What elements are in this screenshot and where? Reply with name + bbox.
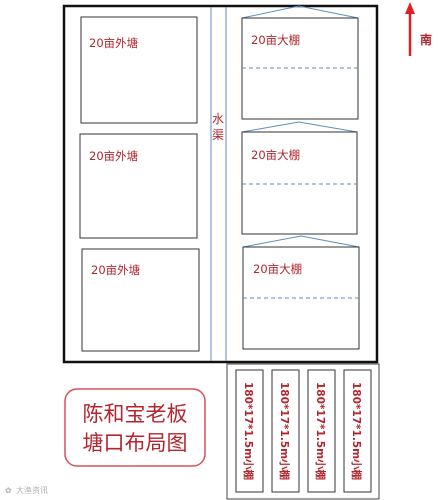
title-line-1: 陈和宝老板 xyxy=(83,402,188,426)
small-shed-3: 180*17*1.5m小棚 xyxy=(307,369,336,493)
water-channel-label-char2: 渠 xyxy=(212,128,224,142)
water-channel: 水 渠 xyxy=(210,7,227,361)
outer-pond-2-label: 20亩外塘 xyxy=(89,149,138,163)
property-boundary xyxy=(62,4,379,364)
small-shed-4: 180*17*1.5m小棚 xyxy=(343,369,372,493)
greenhouse-3-label: 20亩大棚 xyxy=(253,262,302,276)
arrowhead-icon xyxy=(405,2,415,14)
greenhouse-2-label: 20亩大棚 xyxy=(251,148,300,162)
small-shed-1-label: 180*17*1.5m小棚 xyxy=(242,382,255,480)
greenhouse-2: 20亩大棚 xyxy=(241,121,358,235)
watermark: ✿ 大渔资讯 xyxy=(5,485,48,495)
south-label: 南 xyxy=(420,32,432,47)
small-shed-3-label: 180*17*1.5m小棚 xyxy=(314,382,327,480)
outer-pond-2: 20亩外塘 xyxy=(79,133,198,239)
greenhouse-3: 20亩大棚 xyxy=(242,235,360,350)
outer-pond-3-label: 20亩外塘 xyxy=(91,263,140,277)
south-arrow: 南 xyxy=(405,2,432,56)
watermark-logo-icon: ✿ xyxy=(5,486,12,495)
outer-pond-1: 20亩外塘 xyxy=(80,16,198,124)
title-line-2: 塘口布局图 xyxy=(83,431,188,455)
greenhouse-1: 20亩大棚 xyxy=(241,5,359,120)
outer-pond-1-label: 20亩外塘 xyxy=(89,36,138,50)
small-shed-2: 180*17*1.5m小棚 xyxy=(271,369,300,493)
small-shed-1: 180*17*1.5m小棚 xyxy=(235,369,264,493)
water-channel-label-char1: 水 xyxy=(212,112,224,126)
small-shed-2-label: 180*17*1.5m小棚 xyxy=(278,382,291,480)
outer-pond-3: 20亩外塘 xyxy=(81,248,200,352)
title-box: 陈和宝老板 塘口布局图 xyxy=(64,388,206,467)
watermark-text: 大渔资讯 xyxy=(16,485,48,495)
small-sheds-area xyxy=(226,363,380,500)
small-shed-4-label: 180*17*1.5m小棚 xyxy=(350,382,363,480)
greenhouse-1-label: 20亩大棚 xyxy=(251,33,300,47)
